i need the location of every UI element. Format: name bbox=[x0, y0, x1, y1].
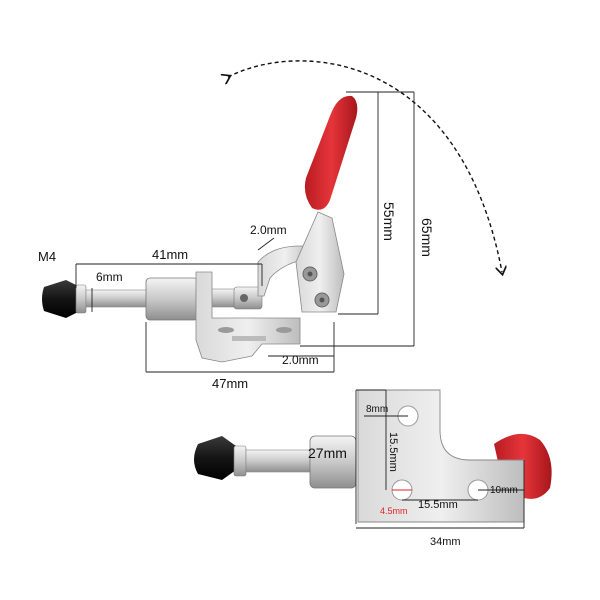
bottom-dimension-lines bbox=[355, 389, 525, 529]
hole-top-label: 8mm bbox=[366, 404, 388, 415]
nut-bottom bbox=[233, 445, 247, 477]
total-height-label: 65mm bbox=[419, 218, 435, 257]
plunger-rod bbox=[85, 277, 263, 321]
hook-thickness-label: 2.0mm bbox=[250, 223, 287, 237]
lever-body bbox=[295, 211, 345, 313]
base-length-label: 47mm bbox=[212, 376, 248, 391]
hole-spacing-label: 15.5mm bbox=[418, 499, 458, 511]
rotation-arc-arrow-icon bbox=[228, 60, 502, 272]
hole-diameter-label: 4.5mm bbox=[380, 506, 408, 516]
plunger-length-label: 41mm bbox=[152, 247, 188, 262]
thread-label: M4 bbox=[38, 249, 56, 264]
handle-height-label: 55mm bbox=[381, 202, 397, 241]
bracket-base bbox=[195, 271, 301, 363]
base-width-label: 34mm bbox=[430, 536, 461, 548]
hole-right-label: 10mm bbox=[490, 485, 518, 496]
top-dimension-lines bbox=[75, 91, 415, 373]
clamp-top-view: M4 41mm 6mm 2.0mm 2.0mm 47mm 55mm 65mm bbox=[38, 60, 502, 391]
clamp-bottom-view: 27mm 8mm 15.5mm 4.5mm 15.5mm 10mm 34mm bbox=[194, 389, 552, 548]
rubber-tip bbox=[42, 280, 87, 318]
rubber-tip-bottom bbox=[194, 436, 236, 480]
red-handle-grip bbox=[304, 95, 358, 210]
hole-vertical-label: 15.5mm bbox=[387, 432, 399, 472]
threaded-rod-bottom bbox=[245, 449, 313, 473]
plunger-offset-label: 27mm bbox=[308, 445, 347, 461]
base-thickness-label: 2.0mm bbox=[282, 353, 319, 367]
rod-diameter-label: 6mm bbox=[96, 270, 123, 284]
plunger-body-bottom bbox=[309, 435, 357, 489]
